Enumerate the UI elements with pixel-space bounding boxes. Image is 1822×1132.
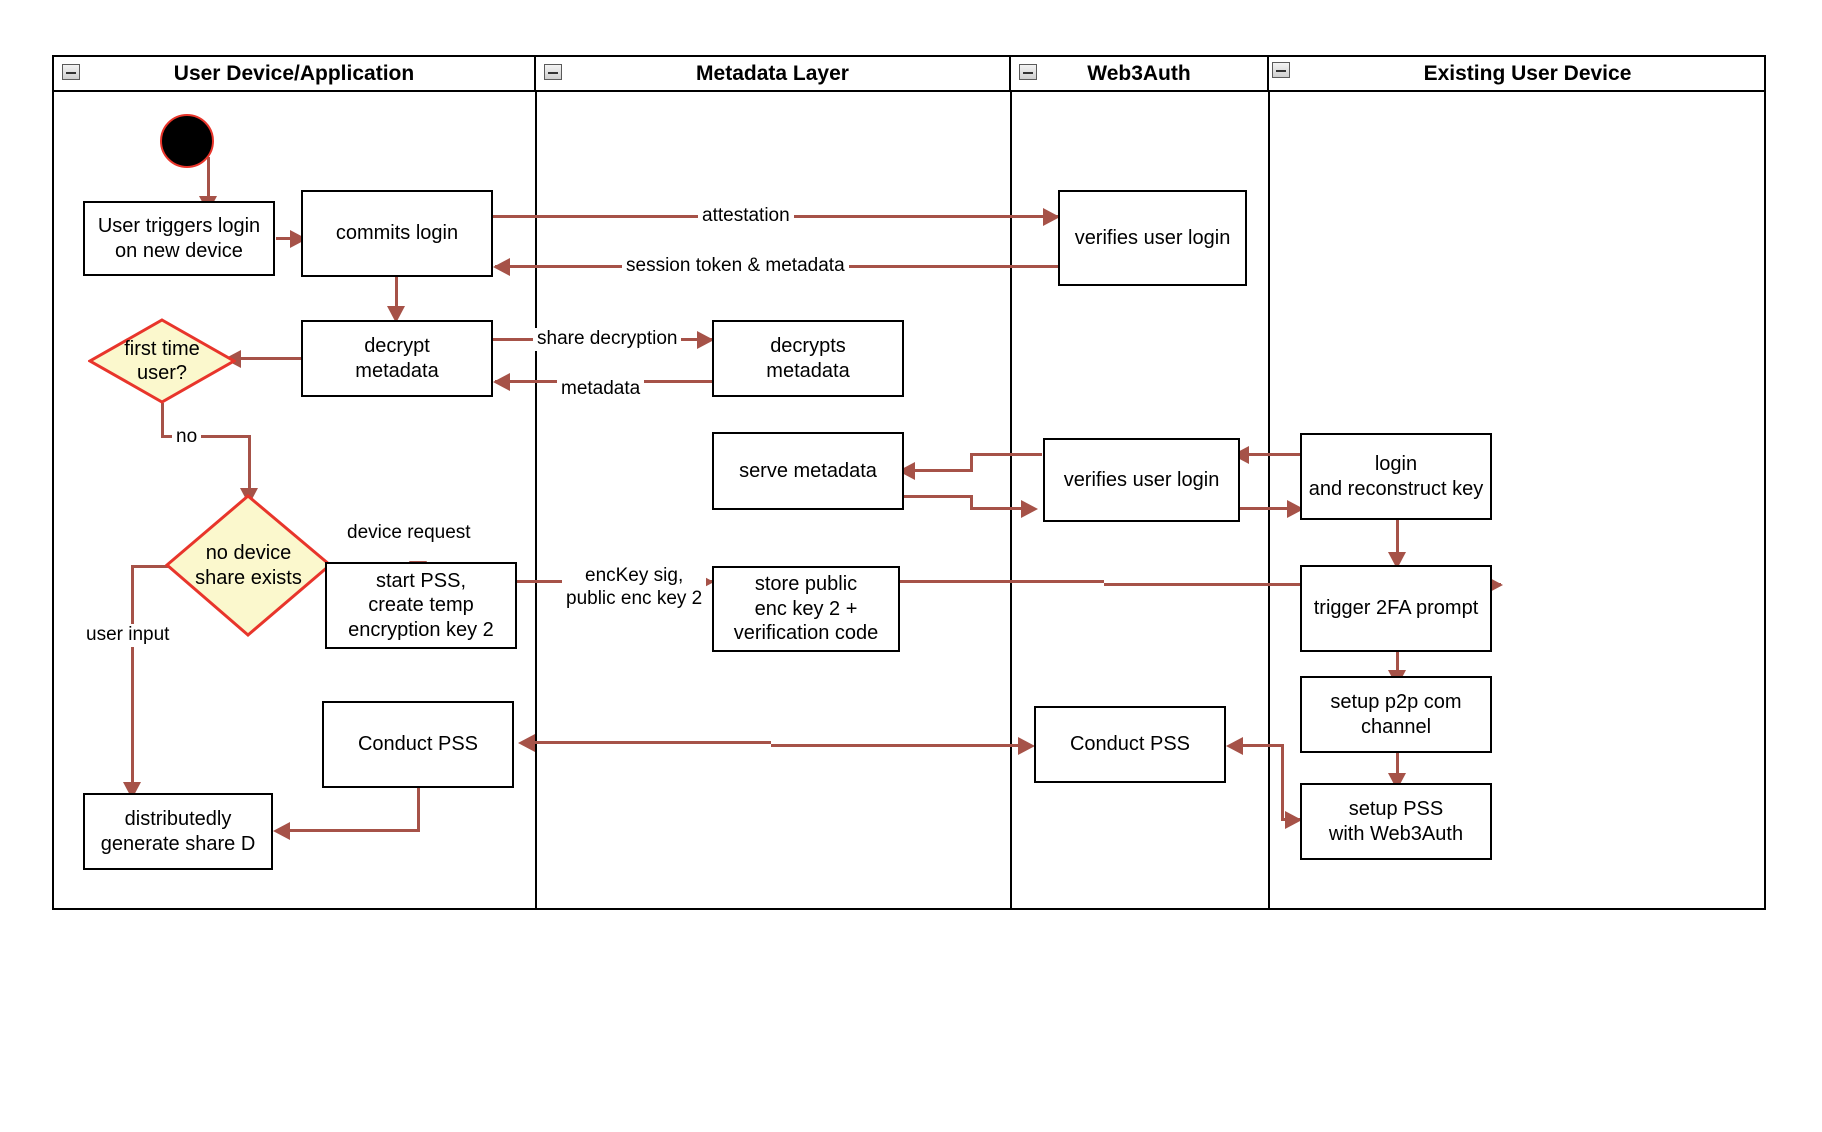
edge-serve-to-verifies-v — [970, 495, 973, 510]
edge-conduct-to-share-d-h — [287, 829, 420, 832]
edge-conduct-pss-link-a — [531, 741, 771, 744]
swimlane-frame — [52, 55, 1766, 910]
node-serve-metadata[interactable]: serve metadata — [712, 432, 904, 510]
edge-label-attestation: attestation — [698, 205, 794, 228]
node-login-and-reconstruct-key[interactable]: login and reconstruct key — [1300, 433, 1492, 520]
collapse-minus-icon[interactable] — [1019, 64, 1037, 80]
arrowhead-down — [387, 306, 405, 323]
arrowhead-left — [273, 822, 290, 840]
node-conduct-pss-user[interactable]: Conduct PSS — [322, 701, 514, 788]
edge-serve-metadata-in — [912, 469, 973, 472]
node-commits-login[interactable]: commits login — [301, 190, 493, 277]
edge-store-key-to-2fa-a — [899, 580, 1104, 583]
edge-login-to-2fa — [1396, 520, 1399, 558]
edge-setup-pss-to-conduct-h2 — [1238, 744, 1283, 747]
edge-verifies2-to-serve-v — [970, 453, 973, 471]
edge-label-enckey-sig: encKey sig, public enc key 2 — [562, 565, 707, 611]
lane-title-metadata: Metadata Layer — [696, 61, 849, 85]
edge-no-horizontal — [161, 435, 251, 438]
edge-commits-to-decrypt — [395, 277, 398, 312]
node-user-triggers-login[interactable]: User triggers login on new device — [83, 201, 275, 276]
arrowhead-down — [1388, 552, 1406, 569]
edge-label-user-input: user input — [82, 624, 174, 647]
edge-start-to-user-triggers — [207, 157, 210, 202]
arrowhead-right — [697, 331, 714, 349]
edge-label-no: no — [172, 426, 202, 449]
start-node — [160, 114, 214, 168]
edge-setup-pss-to-conduct-v — [1281, 744, 1284, 820]
arrowhead-right — [1285, 811, 1302, 829]
edge-label-session-token: session token & metadata — [622, 255, 849, 278]
collapse-minus-icon[interactable] — [62, 64, 80, 80]
edge-label-metadata: metadata — [557, 378, 645, 401]
arrowhead-right — [1287, 500, 1304, 518]
edge-verifies-to-login — [1237, 507, 1301, 510]
header-separator — [52, 90, 1766, 92]
edge-user-input-h — [131, 565, 183, 568]
arrowhead-right — [1021, 500, 1038, 518]
edge-first-time-down — [161, 403, 164, 436]
arrowhead-left — [493, 258, 510, 276]
node-verifies-user-login-1[interactable]: verifies user login — [1058, 190, 1247, 286]
diamond-shape — [88, 318, 236, 404]
edge-conduct-to-share-d-v — [417, 788, 420, 831]
edge-p2p-to-setup-pss — [1396, 753, 1399, 783]
edge-decrypt-to-first-time — [237, 357, 302, 360]
diamond-shape — [165, 494, 332, 637]
lane-header-web3auth[interactable]: Web3Auth — [1011, 57, 1269, 90]
lane-header-metadata[interactable]: Metadata Layer — [536, 57, 1011, 90]
node-distributedly-generate-share-d[interactable]: distributedly generate share D — [83, 793, 273, 870]
node-first-time-user[interactable]: first time user? — [88, 318, 236, 404]
arrowhead-left — [518, 734, 535, 752]
node-label-first-time-user: first time user? — [124, 337, 200, 384]
edge-serve-to-verifies-h2 — [970, 507, 1025, 510]
node-verifies-user-login-2[interactable]: verifies user login — [1043, 438, 1240, 522]
arrowhead-right — [1043, 208, 1060, 226]
edge-conduct-pss-link-b — [771, 744, 1021, 747]
lane-title-existing-device: Existing User Device — [1423, 61, 1632, 85]
lane-title-web3auth: Web3Auth — [1087, 61, 1191, 85]
node-no-device-share-exists[interactable]: no device share exists — [165, 494, 332, 637]
edge-user-input-v — [131, 565, 134, 790]
edge-2fa-to-p2p — [1396, 652, 1399, 676]
node-setup-p2p-com-channel[interactable]: setup p2p com channel — [1300, 676, 1492, 753]
arrowhead-left — [1226, 737, 1243, 755]
node-label-no-device-share: no device share exists — [195, 542, 302, 589]
node-trigger-2fa-prompt[interactable]: trigger 2FA prompt — [1300, 565, 1492, 652]
node-start-pss[interactable]: start PSS, create temp encryption key 2 — [325, 562, 517, 649]
collapse-minus-icon[interactable] — [1272, 62, 1290, 78]
node-decrypts-metadata[interactable]: decrypts metadata — [712, 320, 904, 397]
lane-title-user-device: User Device/Application — [173, 61, 415, 85]
node-conduct-pss-web3auth[interactable]: Conduct PSS — [1034, 706, 1226, 783]
edge-login-to-verifies — [1245, 453, 1301, 456]
lane-header-user-device[interactable]: User Device/Application — [54, 57, 536, 90]
edge-verifies2-to-serve-h — [970, 453, 1042, 456]
node-store-public-enc-key[interactable]: store public enc key 2 + verification co… — [712, 566, 900, 652]
lane-separator-3 — [1268, 92, 1270, 908]
edge-no-down — [248, 435, 251, 495]
lane-separator-1 — [535, 92, 537, 908]
edge-serve-to-verifies-h1 — [899, 495, 972, 498]
collapse-minus-icon[interactable] — [544, 64, 562, 80]
node-decrypt-metadata[interactable]: decrypt metadata — [301, 320, 493, 397]
arrowhead-left — [493, 373, 510, 391]
edge-label-device-request: device request — [343, 522, 475, 545]
lane-header-existing-device[interactable]: Existing User Device — [1269, 57, 1764, 90]
node-setup-pss-with-web3auth[interactable]: setup PSS with Web3Auth — [1300, 783, 1492, 860]
edge-user-triggers-to-commits — [276, 237, 300, 240]
edge-label-share-decryption: share decryption — [533, 328, 682, 351]
arrowhead-right — [1018, 737, 1035, 755]
lane-separator-2 — [1010, 92, 1012, 908]
